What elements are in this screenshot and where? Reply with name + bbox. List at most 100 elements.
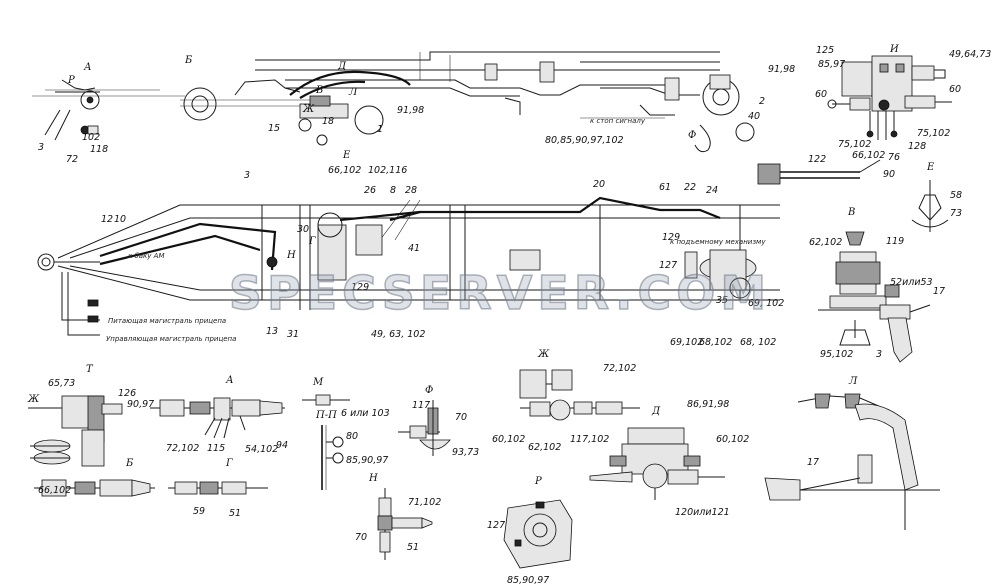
view-title-zh: Ж (537, 349, 550, 360)
pipe-notes: к баку АМ Питающая магистраль прицепа Уп… (106, 117, 766, 343)
detail-g (168, 481, 268, 495)
view-title-a-low: А (225, 375, 234, 386)
view-title-m: М (312, 377, 324, 388)
callout: 75,102 (917, 128, 950, 139)
view-title-v-right: В (847, 207, 855, 218)
callout: 126 (118, 388, 136, 399)
view-title-e-top: Е (342, 150, 351, 161)
callout: 17 (933, 286, 945, 297)
callout: 15 (268, 123, 280, 134)
callout: 91,98 (397, 105, 424, 116)
callout: 94 (276, 440, 288, 451)
callout: 70 (455, 412, 467, 423)
note-supply-line: Питающая магистраль прицепа (108, 317, 226, 325)
callout: 41 (408, 243, 420, 254)
callout: 118 (90, 144, 108, 155)
bottom-callouts: 65,73 126 90,97 66,102 72,102 115 54,102… (38, 363, 819, 586)
callout: 127 (487, 520, 505, 531)
callout: 95,102 (820, 349, 853, 360)
callout: 22 (684, 182, 696, 193)
callout: 62,102 (528, 442, 561, 453)
view-title-a-top: А (83, 62, 92, 73)
view-titles: Р А Б В Д Л Ж Е Г Н Ф И Е В Т Ж А Б Г М … (27, 44, 935, 487)
callout: 76 (888, 152, 900, 163)
callout: 40 (748, 111, 760, 122)
view-title-v-top: В (315, 85, 323, 96)
callout: 120или121 (675, 507, 730, 518)
detail-f (398, 400, 451, 456)
top-right-callouts: 85,97 125 49,64,73 60 60 75,102 75,102 1… (808, 45, 991, 360)
callout: 66,102 (38, 485, 71, 496)
callout: 13 (266, 326, 278, 337)
callout: 91,98 (768, 64, 795, 75)
callout: 30 (297, 224, 309, 235)
callout: 58 (950, 190, 962, 201)
callout: 102,116 (368, 165, 407, 176)
view-title-e-right: Е (926, 162, 935, 173)
callout: 3 (38, 142, 44, 153)
callout: 52или53 (890, 277, 933, 288)
callout: 80 (346, 431, 358, 442)
callout: 2 (759, 96, 765, 107)
callout: 85,90,97 (346, 455, 388, 466)
note-lift: к подъемному механизму (670, 238, 766, 246)
middle-callouts: 3 12 10 26 8 28 30 41 13 31 49, 63, 102 … (101, 170, 784, 348)
callout: 129 (662, 232, 680, 243)
view-title-f-mid: Ф (688, 130, 696, 141)
callout: 72,102 (603, 363, 636, 374)
callout: 73 (950, 208, 962, 219)
callout: 102 (82, 132, 100, 143)
callout: 61 (659, 182, 671, 193)
detail-d (589, 427, 725, 500)
note-tank: к баку АМ (128, 252, 164, 260)
callout: 54,102 (245, 444, 278, 455)
callout: 117,102 (570, 434, 609, 445)
callout: 8 (390, 185, 396, 196)
view-title-pp: П-П (315, 410, 337, 421)
view-title-b-low: Б (125, 458, 134, 469)
view-title-d: Д (651, 406, 661, 417)
callout: 80,85,90,97,102 (545, 135, 624, 146)
callout: 90 (883, 169, 895, 180)
callout: 129 (351, 282, 369, 293)
callout: 125 (816, 45, 834, 56)
detail-i-valve (757, 55, 952, 232)
callout: 49,64,73 (949, 49, 991, 60)
callout: 68,102 (699, 337, 732, 348)
detail-n-low (377, 488, 433, 560)
callout: 69, 102 (748, 298, 784, 309)
callout: 90,97 (127, 399, 154, 410)
note-stop-signal: к стоп сигналу (590, 117, 646, 125)
detail-b-low (34, 479, 155, 497)
callout: 119 (886, 236, 904, 247)
callout: 122 (808, 154, 826, 165)
view-title-g-low: Г (225, 458, 233, 469)
view-title-i: И (889, 44, 899, 55)
detail-a (150, 397, 285, 439)
view-title-n-low: Н (368, 473, 378, 484)
callout: 66,102 (328, 165, 361, 176)
view-title-r: Р (67, 75, 75, 86)
callout: 128 (908, 141, 926, 152)
detail-v-valve (818, 231, 931, 363)
callout: 26 (364, 185, 376, 196)
callout: 85,90,97 (507, 575, 549, 586)
callout: 59 (193, 506, 205, 517)
callout: 10 (114, 214, 126, 225)
callout: 75,102 (838, 139, 871, 150)
view-title-l: Л (848, 376, 858, 387)
callout: 68, 102 (740, 337, 776, 348)
callout: 93,73 (452, 447, 479, 458)
callout: 65,73 (48, 378, 75, 389)
callout: 1 (377, 124, 383, 135)
callout: 51 (229, 508, 241, 519)
side-view-chassis (32, 51, 755, 153)
callout: 71,102 (408, 497, 441, 508)
view-title-b-top: Б (184, 55, 193, 66)
callout: 3 (876, 349, 882, 360)
callout: 49, 63, 102 (371, 329, 425, 340)
callout: 117 (412, 400, 430, 411)
callout: 6 или 103 (341, 408, 390, 419)
callout: 72,102 (166, 443, 199, 454)
